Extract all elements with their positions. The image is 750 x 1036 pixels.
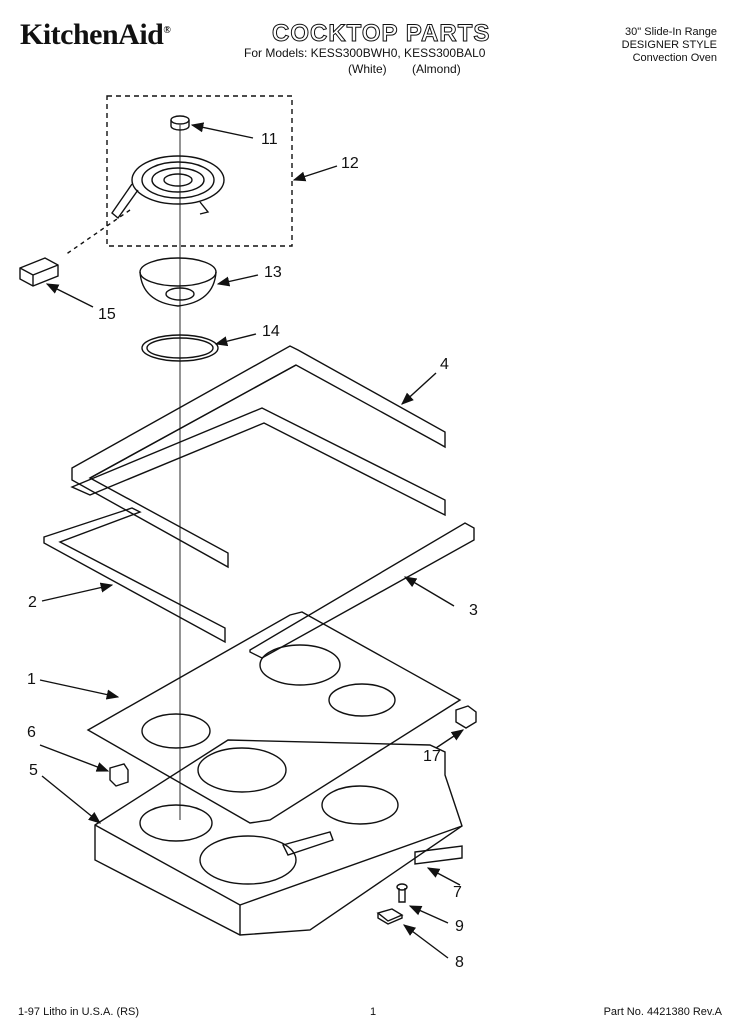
callout-17: 17 <box>423 748 441 765</box>
color-white: (White) <box>348 62 387 76</box>
brand-logo: KitchenAid® <box>20 18 171 52</box>
brand-name: KitchenAid <box>20 18 164 51</box>
color-options: (White) (Almond) <box>348 62 483 76</box>
brand-mark: ® <box>163 25 171 36</box>
glass-cooktop-part <box>86 611 462 824</box>
callout-13: 13 <box>264 264 282 281</box>
page-number: 1 <box>370 1006 377 1018</box>
part-number: Part No. 4421380 Rev.A <box>603 1006 722 1018</box>
gasket-ring-part <box>141 334 219 362</box>
callout-15: 15 <box>98 306 116 323</box>
callout-4: 4 <box>440 356 449 373</box>
oven-type: Convection Oven <box>632 52 717 64</box>
trim-frame-part <box>43 507 226 644</box>
callout-1: 1 <box>27 671 36 688</box>
callout-14: 14 <box>262 323 280 340</box>
trim-frame-part <box>70 407 475 659</box>
callout-5: 5 <box>29 762 38 779</box>
callout-6: 6 <box>27 724 36 741</box>
litho-note: 1-97 Litho in U.S.A. (RS) <box>18 1006 140 1018</box>
clip-part <box>109 763 129 787</box>
callout-7: 7 <box>453 884 462 901</box>
terminal-block-part <box>19 257 59 287</box>
trim-frame-part <box>71 345 446 569</box>
range-type: 30" Slide-In Range <box>625 26 717 38</box>
bracket-part <box>376 908 404 925</box>
callout-8: 8 <box>455 954 464 971</box>
callout-3: 3 <box>469 602 478 619</box>
models-line: For Models: KESS300BWH0, KESS300BAL0 <box>244 46 486 60</box>
callout-12: 12 <box>341 155 359 172</box>
element-assembly-box <box>106 95 293 247</box>
cooktop-base-part <box>94 739 463 936</box>
drip-bowl-part <box>139 257 217 307</box>
page-title: COCKTOP PARTS <box>271 20 491 48</box>
callout-9: 9 <box>455 918 464 935</box>
surface-element-part <box>111 155 225 220</box>
callout-2: 2 <box>28 594 37 611</box>
screw-part <box>396 883 408 903</box>
switch-part <box>455 705 477 729</box>
callout-11: 11 <box>261 131 278 148</box>
range-style: DESIGNER STYLE <box>621 39 717 51</box>
color-almond: (Almond) <box>412 62 461 76</box>
